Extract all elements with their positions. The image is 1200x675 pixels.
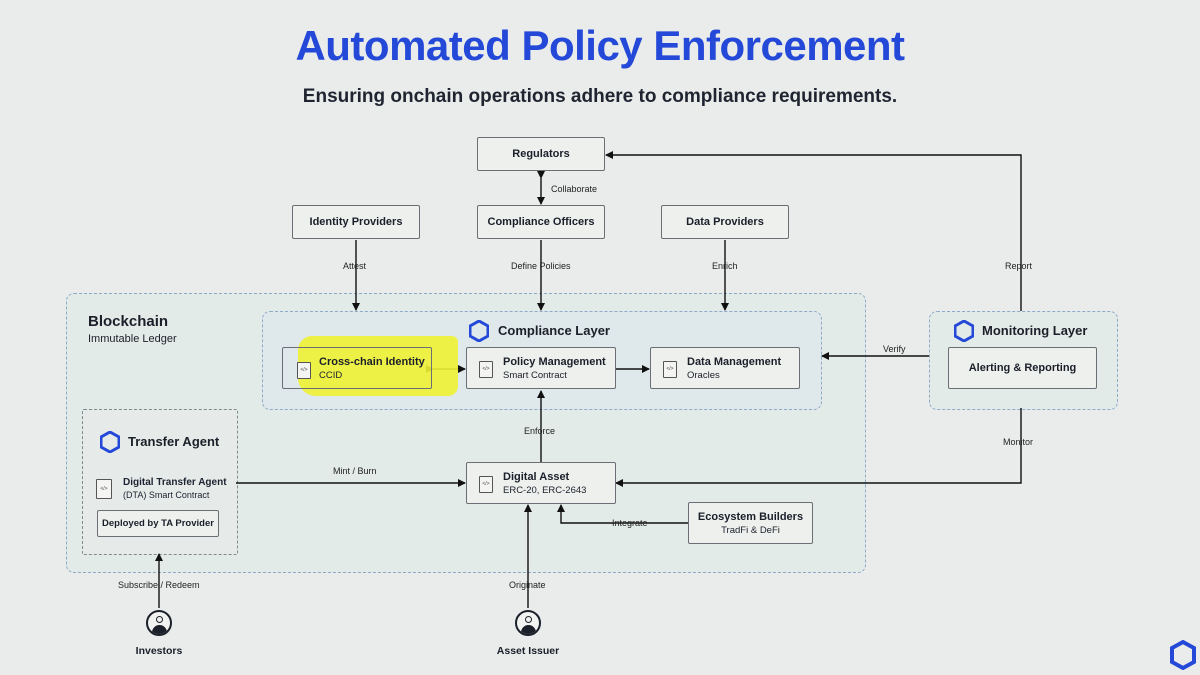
dta-sub: (DTA) Smart Contract xyxy=(123,490,210,500)
edge-label-integrate: Integrate xyxy=(612,518,648,528)
data-mgmt-title: Data Management xyxy=(687,355,782,368)
deployed-by-ta-provider-box: Deployed by TA Provider xyxy=(97,510,219,537)
edge-label-collaborate: Collaborate xyxy=(551,184,598,194)
ecosystem-title: Ecosystem Builders xyxy=(697,510,804,523)
asset-issuer-label: Asset Issuer xyxy=(496,645,560,657)
chainlink-hex-icon xyxy=(954,320,974,342)
smart-contract-doc-icon: </> xyxy=(297,362,311,379)
edge-label-originate: Originate xyxy=(509,580,546,590)
edge-label-monitor: Monitor xyxy=(1003,437,1034,447)
user-icon xyxy=(515,610,541,636)
blockchain-subtitle: Immutable Ledger xyxy=(88,333,177,345)
ccid-title: Cross-chain Identity xyxy=(319,355,425,368)
dta-title: Digital Transfer Agent xyxy=(123,477,227,488)
data-providers-box: Data Providers xyxy=(661,205,789,239)
smart-contract-doc-icon: </> xyxy=(663,361,677,378)
page-title: Automated Policy Enforcement xyxy=(295,22,905,69)
digital-asset-sub: ERC-20, ERC-2643 xyxy=(503,484,587,496)
ecosystem-builders-box: Ecosystem Builders TradFi & DeFi xyxy=(688,502,813,544)
regulators-box: Regulators xyxy=(477,137,605,171)
compliance-layer-title: Compliance Layer xyxy=(498,323,610,338)
page-subtitle: Ensuring onchain operations adhere to co… xyxy=(302,86,898,107)
edge-label-enrich: Enrich xyxy=(712,261,738,271)
data-mgmt-sub: Oracles xyxy=(687,369,720,381)
ccid-sub: CCID xyxy=(319,369,343,381)
transfer-agent-title: Transfer Agent xyxy=(128,434,220,449)
smart-contract-doc-icon: </> xyxy=(96,479,112,499)
edge-label-mint-burn: Mint / Burn xyxy=(333,466,377,476)
monitoring-layer-title: Monitoring Layer xyxy=(982,323,1088,338)
blockchain-title: Blockchain xyxy=(88,313,169,330)
smart-contract-doc-icon: </> xyxy=(479,476,493,493)
edge-label-subscribe-redeem: Subscribe / Redeem xyxy=(118,580,200,590)
ecosystem-sub: TradFi & DeFi xyxy=(721,524,780,536)
smart-contract-doc-icon: </> xyxy=(479,361,493,378)
policy-title: Policy Management xyxy=(503,355,606,368)
digital-asset-title: Digital Asset xyxy=(503,470,570,483)
compliance-officers-box: Compliance Officers xyxy=(477,205,605,239)
ccid-box: Cross-chain Identity CCID xyxy=(282,347,432,389)
chainlink-hex-icon xyxy=(100,431,120,453)
alerting-reporting-box: Alerting & Reporting xyxy=(948,347,1097,389)
edge-label-attest: Attest xyxy=(343,261,367,271)
chainlink-hex-icon xyxy=(469,320,489,342)
edge-label-verify: Verify xyxy=(883,344,906,354)
edge-label-enforce: Enforce xyxy=(524,426,556,436)
user-icon xyxy=(146,610,172,636)
identity-providers-box: Identity Providers xyxy=(292,205,420,239)
edge-label-define-policies: Define Policies xyxy=(511,261,571,271)
policy-sub: Smart Contract xyxy=(503,369,567,381)
chainlink-logo-icon xyxy=(1170,640,1196,670)
investors-label: Investors xyxy=(135,645,183,657)
edge-label-report: Report xyxy=(1005,261,1033,271)
